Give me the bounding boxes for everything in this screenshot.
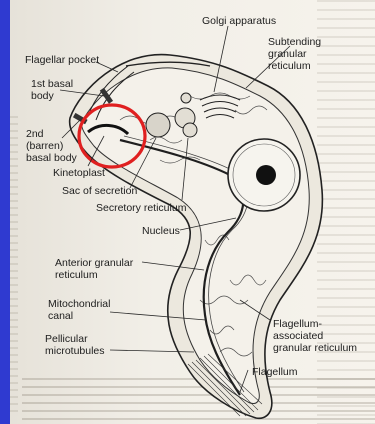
label-mitochondrial-canal: Mitochondrial canal <box>48 298 110 322</box>
label-subtending-granular-reticulum: Subtending granular reticulum <box>268 36 321 72</box>
label-sac-of-secretion: Sac of secretion <box>62 185 137 197</box>
vesicle <box>183 123 197 137</box>
label-nucleus: Nucleus <box>142 225 180 237</box>
slide-background-bar <box>0 0 10 424</box>
label-anterior-granular-reticulum: Anterior granular reticulum <box>55 257 133 281</box>
label-kinetoplast: Kinetoplast <box>53 167 105 179</box>
label-secretory-reticulum: Secretory reticulum <box>96 202 186 214</box>
scanned-page: Golgi apparatus Flagellar pocket Subtend… <box>10 0 375 424</box>
sac-of-secretion-vesicle <box>146 113 170 137</box>
label-golgi-apparatus: Golgi apparatus <box>202 15 276 27</box>
label-second-basal-body: 2nd (barren) basal body <box>26 128 77 164</box>
nucleolus <box>256 165 276 185</box>
label-pellicular-microtubules: Pellicular microtubules <box>45 333 105 357</box>
vesicle <box>181 93 191 103</box>
label-flagellar-pocket: Flagellar pocket <box>25 54 99 66</box>
label-first-basal-body: 1st basal body <box>31 78 73 102</box>
label-flagellum: Flagellum <box>252 366 298 378</box>
label-flagellum-associated-granular-reticulum: Flagellum- associated granular reticulum <box>273 318 357 354</box>
